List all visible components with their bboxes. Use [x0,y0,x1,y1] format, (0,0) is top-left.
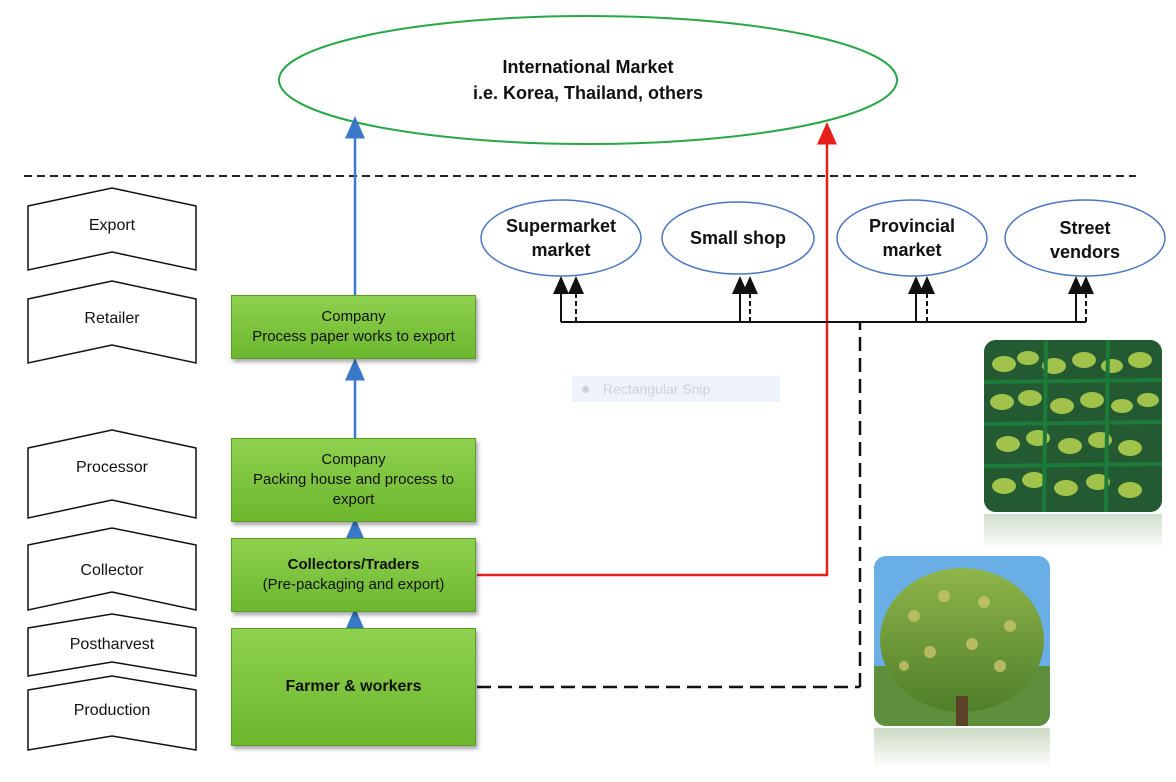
stage-shape-export [27,187,197,271]
company-paperwork-box: Company Process paper works to export [231,295,476,359]
farmer-box: Farmer & workers [231,628,476,746]
company-packing-desc-2: export [332,491,375,508]
stage-shape-collector [27,527,197,611]
stage-shape-retailer [27,280,197,364]
stage-processor: Processor [75,459,149,476]
company-paperwork-title: Company [321,308,386,325]
mango-tree-photo [874,556,1050,726]
company-packing-title: Company [321,451,386,468]
company-packing-desc: Packing house and process to [253,471,454,488]
snip-label: Rectangular Snip [603,381,711,397]
international-market-subtitle: i.e. Korea, Thailand, others [472,83,704,103]
stage-shape-processor [27,429,197,519]
tree-photo-image [874,556,1050,726]
collectors-desc: (Pre-packaging and export) [262,576,445,593]
stage-retailer: Retailer [84,310,140,327]
company-packing-box: Company Packing house and process to exp… [231,438,476,522]
mango-tree-reflection [874,728,1050,768]
provincial-line1: Provincial [868,216,956,236]
rectangular-snip-overlay: Rectangular Snip [572,376,780,402]
international-market-label: International Market i.e. Korea, Thailan… [380,52,796,108]
provincial-line2: market [882,240,942,260]
collectors-title: Collectors/Traders [287,556,420,573]
crates-photo-image [984,340,1162,512]
stage-shape-postharvest [27,613,197,677]
international-market-title: International Market [502,57,674,77]
mango-crates-reflection [984,514,1162,550]
provincial-label: Provincial market [842,212,982,264]
supermarket-line2: market [531,240,591,260]
street-vendors-label: Street vendors [1015,214,1155,266]
stage-production: Production [73,702,151,719]
small-shop-ellipse [661,201,815,275]
street-line1: Street [1059,218,1111,238]
supermarket-line1: Supermarket [505,216,617,236]
small-shop-label: Small shop [689,228,787,248]
collectors-box: Collectors/Traders (Pre-packaging and ex… [231,538,476,612]
market-arrows [553,276,1094,322]
stage-shape-production [27,675,197,751]
street-line2: vendors [1049,242,1121,262]
stage-export: Export [88,217,136,234]
farmer-label: Farmer & workers [285,678,422,695]
company-paperwork-desc: Process paper works to export [252,328,455,345]
international-market-ellipse [278,15,898,145]
mango-crates-photo [984,340,1162,512]
snip-dot-icon [582,385,589,393]
supermarket-label: Supermarket market [491,212,631,264]
stage-postharvest: Postharvest [69,636,155,653]
stage-collector: Collector [80,562,144,579]
arrow-collectors-direct-export [477,122,837,577]
